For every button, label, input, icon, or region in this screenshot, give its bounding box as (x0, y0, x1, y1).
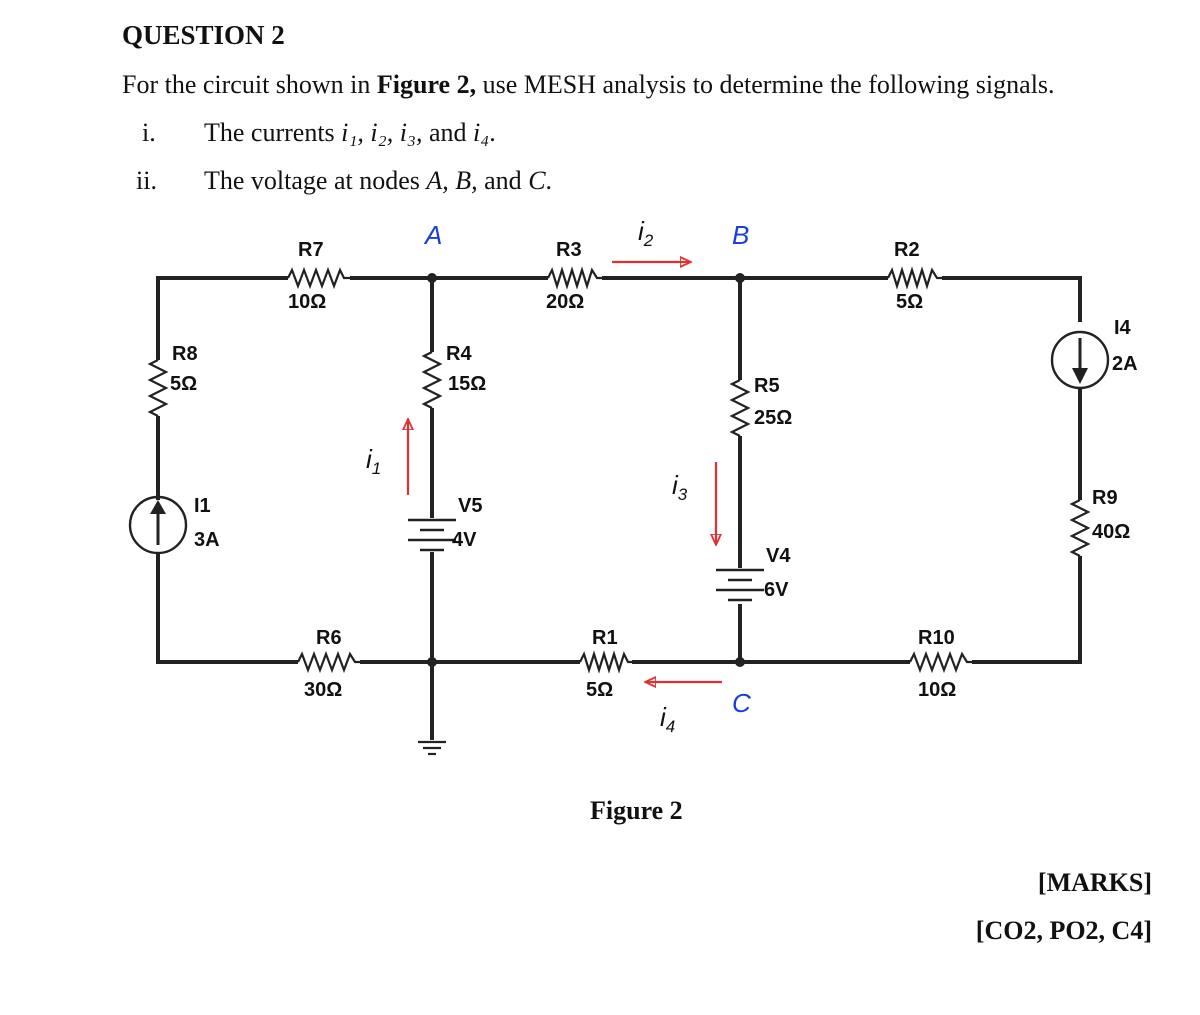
label-r4-value: 15Ω (448, 373, 486, 395)
resistor-r2 (887, 266, 942, 290)
label-r2-name: R2 (894, 239, 920, 261)
node-label-c: C (732, 688, 751, 718)
junction-dot (735, 273, 745, 283)
question-title: QUESTION 2 (122, 20, 285, 50)
node-label-b: B (732, 220, 749, 250)
figure-caption: Figure 2 (590, 796, 683, 825)
label-r5-name: R5 (754, 375, 780, 397)
label-r2-value: 5Ω (896, 291, 923, 313)
label-v5-value: 4V (452, 529, 477, 551)
label-r8-value: 5Ω (170, 373, 197, 395)
label-r7-name: R7 (298, 239, 324, 261)
voltage-source-v4 (716, 568, 764, 602)
item-number: i. (142, 118, 156, 147)
resistor-r5 (729, 379, 751, 437)
resistor-r6 (297, 650, 360, 674)
current-source-i1 (128, 495, 188, 555)
label-r6-value: 30Ω (304, 679, 342, 701)
voltage-source-v5 (408, 518, 456, 552)
item-text: The currents i₁, i₂, i₃, and i₄. (204, 118, 496, 147)
junction-dot (427, 273, 437, 283)
resistor-r10 (909, 650, 972, 674)
label-r3-value: 20Ω (546, 291, 584, 313)
label-i4-value: 2A (1112, 353, 1138, 375)
resistor-r4 (421, 351, 443, 409)
junction-dot (427, 657, 437, 667)
label-r1-name: R1 (592, 627, 618, 649)
current-label-i3: i3 (672, 470, 688, 504)
item-text: The voltage at nodes A, B, and C. (204, 166, 553, 195)
label-r10-name: R10 (918, 627, 955, 649)
resistor-r9 (1069, 499, 1091, 557)
junction-dot (735, 657, 745, 667)
item-number: ii. (136, 166, 157, 195)
resistor-r1 (579, 650, 632, 674)
ground-symbol (418, 740, 446, 756)
label-r1-value: 5Ω (586, 679, 613, 701)
label-i1-value: 3A (194, 529, 220, 551)
label-r10-value: 10Ω (918, 679, 956, 701)
label-r9-value: 40Ω (1092, 521, 1130, 543)
label-r5-value: 25Ω (754, 407, 792, 429)
current-label-i2: i2 (638, 216, 654, 250)
resistor-r8 (147, 359, 169, 417)
label-i4-name: I4 (1114, 317, 1132, 339)
bottom-wire (156, 580, 1082, 664)
prompt-text-1: For the circuit shown in (122, 70, 377, 99)
prompt-figure-ref: Figure 2, (376, 70, 477, 99)
current-label-i1: i1 (366, 444, 381, 478)
label-v5-name: V5 (458, 495, 482, 517)
label-r6-name: R6 (316, 627, 342, 649)
node-label-a: A (423, 220, 442, 250)
label-i1-name: I1 (194, 495, 211, 517)
prompt-text-2: use MESH analysis to determine the follo… (476, 70, 1055, 99)
label-r8-name: R8 (172, 343, 198, 365)
label-r3-name: R3 (556, 239, 582, 261)
resistor-r7 (287, 266, 350, 290)
label-r4-name: R4 (446, 343, 472, 365)
question-prompt: For the circuit shown in Figure 2, use M… (122, 70, 1055, 100)
current-label-i4: i4 (660, 702, 675, 736)
current-source-i4 (1050, 330, 1110, 390)
course-outcomes: [CO2, PO2, C4] (975, 916, 1152, 945)
label-v4-value: 6V (764, 579, 789, 601)
label-r9-name: R9 (1092, 487, 1118, 509)
label-r7-value: 10Ω (288, 291, 326, 313)
label-v4-name: V4 (766, 545, 791, 567)
marks-label: [MARKS] (1037, 868, 1152, 897)
resistor-r3 (547, 266, 602, 290)
